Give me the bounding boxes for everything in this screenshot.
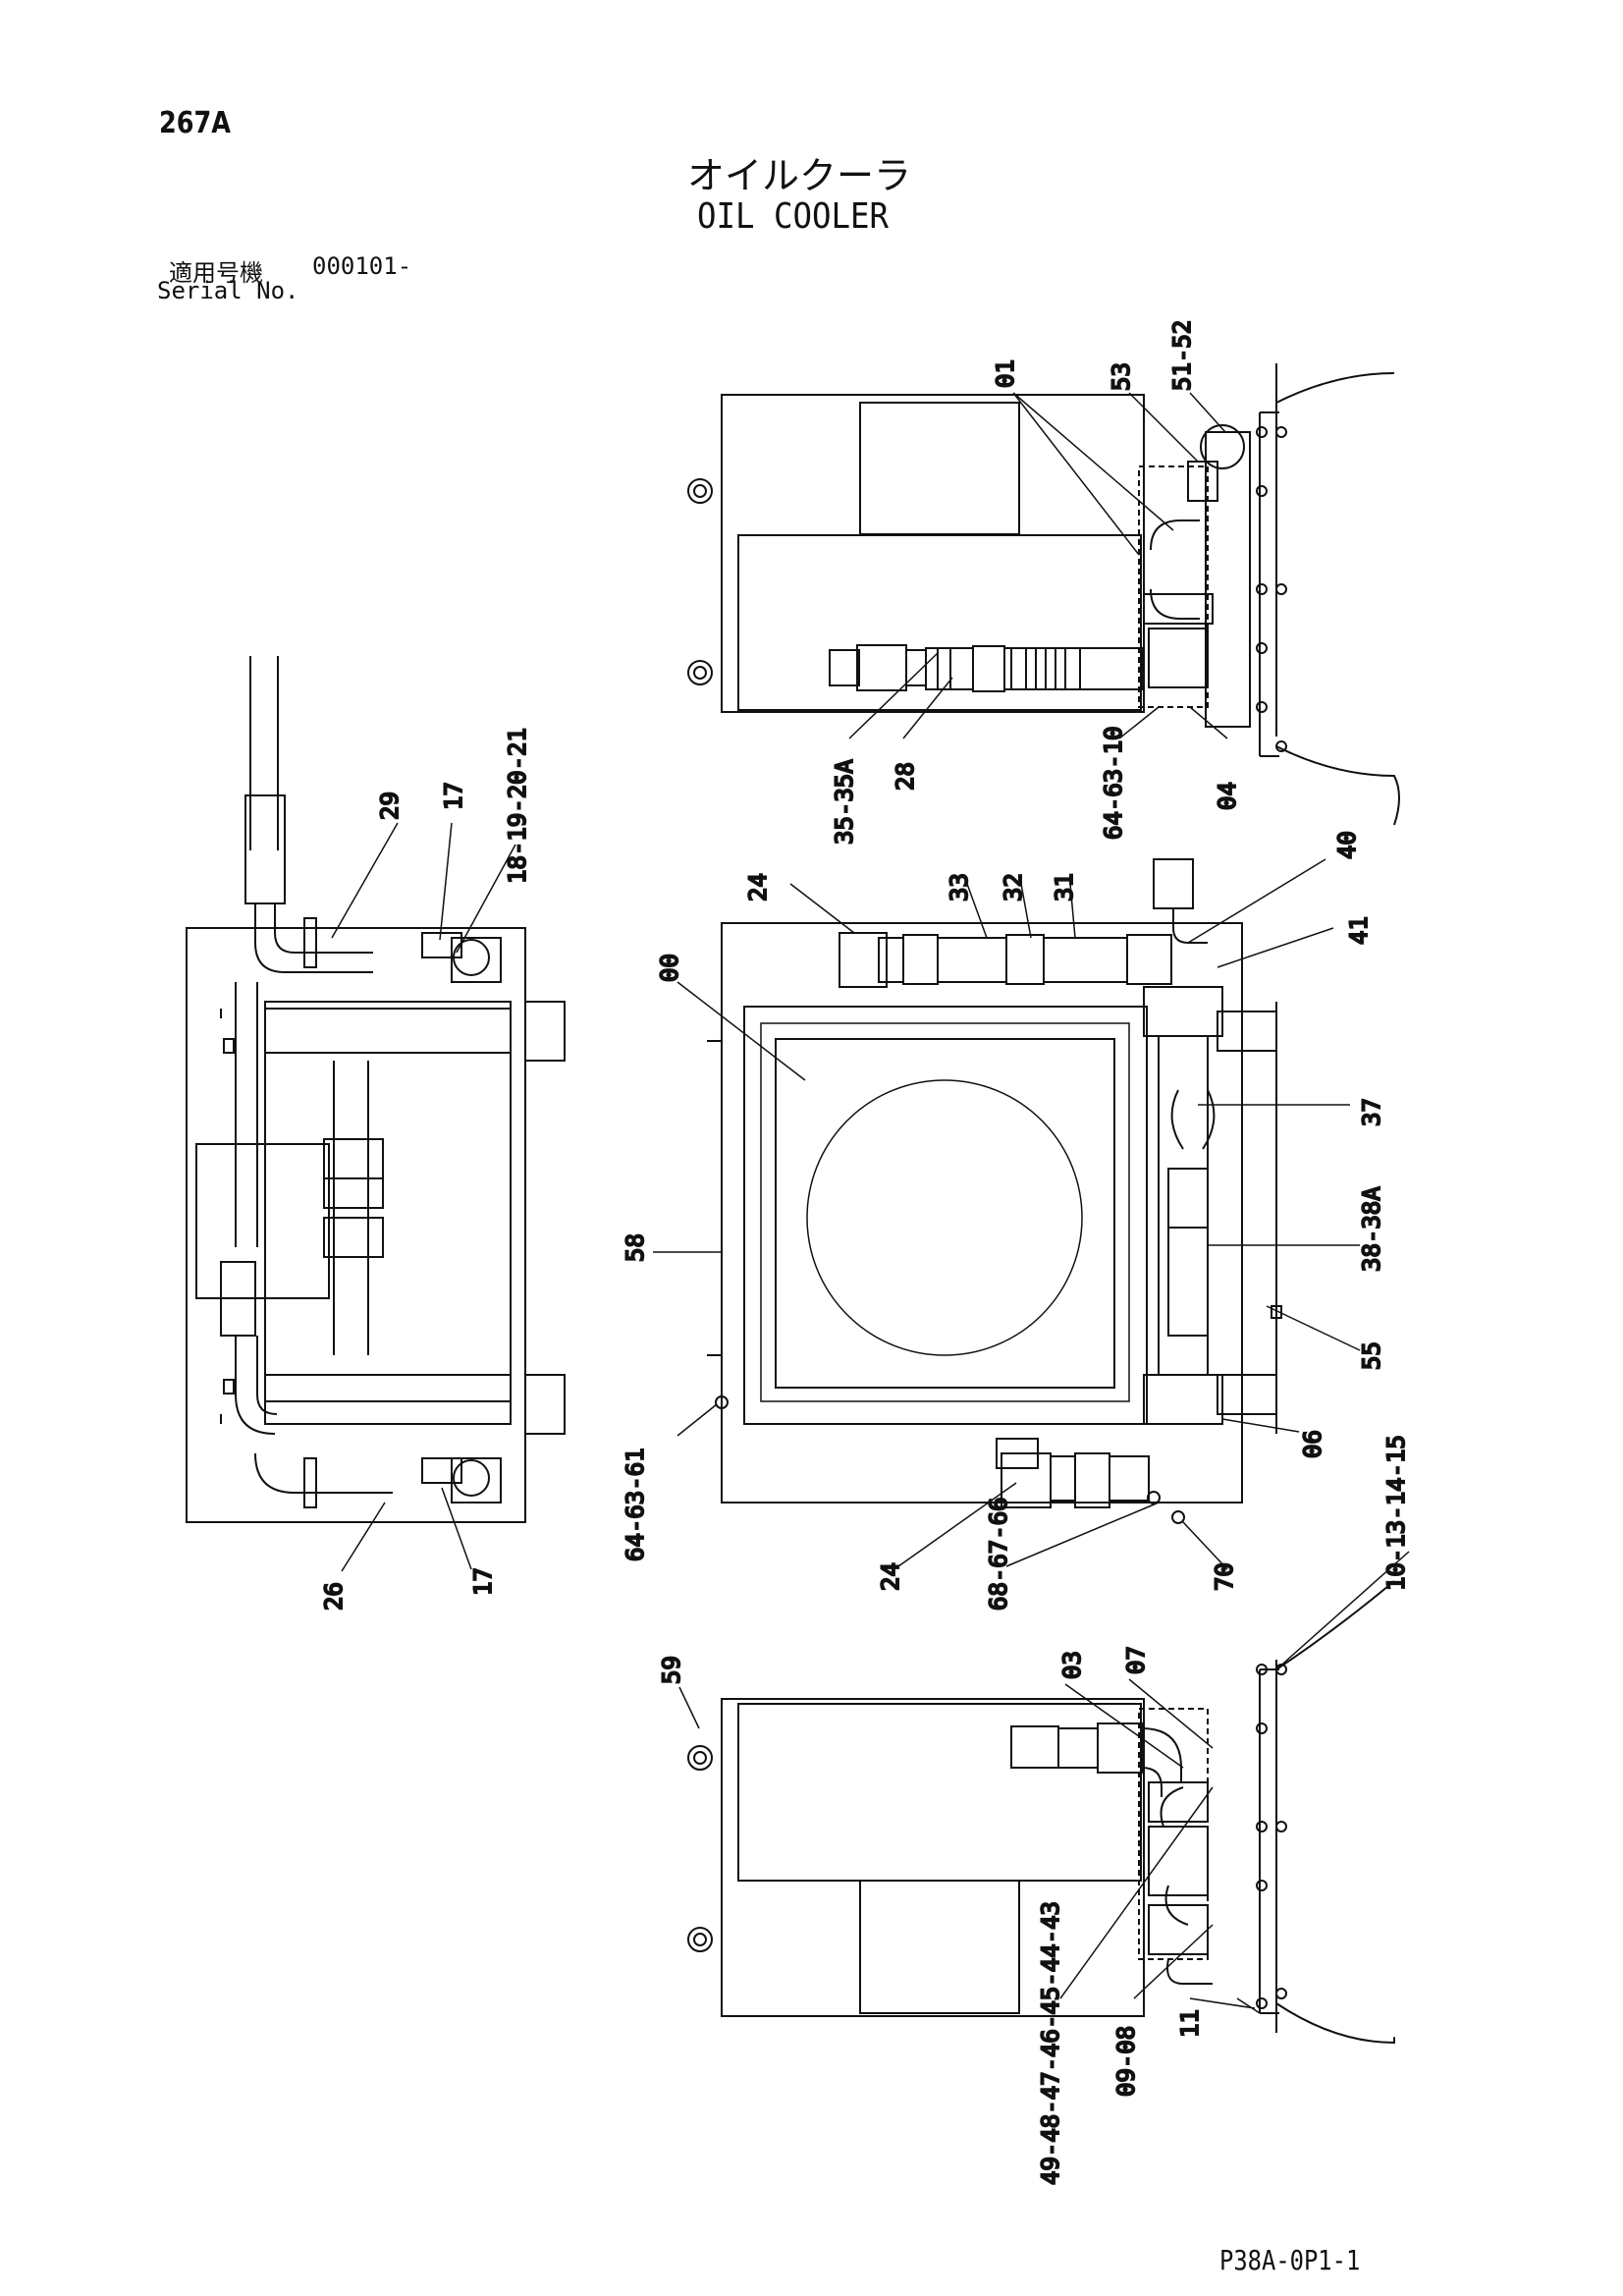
callout-10-13-14-15: 10-13-14-15: [1382, 1435, 1410, 1591]
callout-41: 41: [1345, 916, 1373, 945]
callout-07: 07: [1122, 1646, 1150, 1674]
callout-55: 55: [1358, 1341, 1385, 1370]
callout-labels: 01 53 51-52 35-35A 28 64-63-10 04 29 17 …: [319, 319, 1411, 2186]
callout-00: 00: [656, 954, 683, 982]
callout-59: 59: [658, 1656, 685, 1684]
callout-11: 11: [1176, 2009, 1204, 2038]
callout-18-21: 18-19-20-21: [504, 728, 531, 884]
callout-51-52: 51-52: [1168, 320, 1196, 391]
center-face-view: [707, 858, 1282, 1524]
callout-64-63-10: 64-63-10: [1100, 726, 1127, 840]
callout-70: 70: [1211, 1562, 1238, 1591]
serial-value: 000101-: [312, 252, 412, 280]
callout-26: 26: [320, 1582, 348, 1611]
bottom-side-view: [687, 1580, 1395, 2045]
callout-01: 01: [992, 359, 1019, 388]
callout-03: 03: [1058, 1651, 1086, 1679]
callout-68-67-66: 68-67-66: [985, 1497, 1012, 1611]
callout-40: 40: [1333, 831, 1361, 859]
callout-31: 31: [1051, 873, 1078, 902]
callout-09-08: 09-08: [1112, 2026, 1140, 2097]
callout-17-top: 17: [440, 782, 467, 810]
callout-58: 58: [622, 1233, 649, 1262]
callout-32: 32: [1000, 873, 1027, 902]
title-english: OIL COOLER: [697, 196, 890, 237]
callout-53: 53: [1108, 362, 1135, 391]
left-front-view: [186, 656, 566, 1523]
callout-49-43: 49-48-47-46-45-44-43: [1037, 1901, 1064, 2185]
page-number: 267A: [159, 106, 231, 140]
top-side-view: [687, 363, 1400, 826]
callout-64-63-61: 64-63-61: [622, 1448, 649, 1561]
serial-label-english: Serial No.: [157, 277, 299, 304]
callout-17-bottom: 17: [469, 1567, 497, 1596]
callout-06: 06: [1299, 1430, 1326, 1458]
callout-33: 33: [946, 873, 973, 902]
callout-29: 29: [376, 792, 404, 820]
callout-37: 37: [1358, 1098, 1385, 1126]
callout-24-top: 24: [744, 873, 772, 902]
callout-28: 28: [892, 762, 919, 791]
callout-38-38a: 38-38A: [1358, 1186, 1385, 1272]
document-code: P38A-0P1-1: [1219, 2244, 1361, 2276]
callout-04: 04: [1214, 782, 1241, 810]
serial-label-japanese: 適用号機: [169, 259, 263, 287]
leader-lines: [331, 392, 1410, 2014]
callout-35-35a: 35-35A: [831, 759, 858, 845]
callout-24-bottom: 24: [877, 1562, 904, 1591]
title-japanese: オイルクーラ: [687, 154, 912, 197]
